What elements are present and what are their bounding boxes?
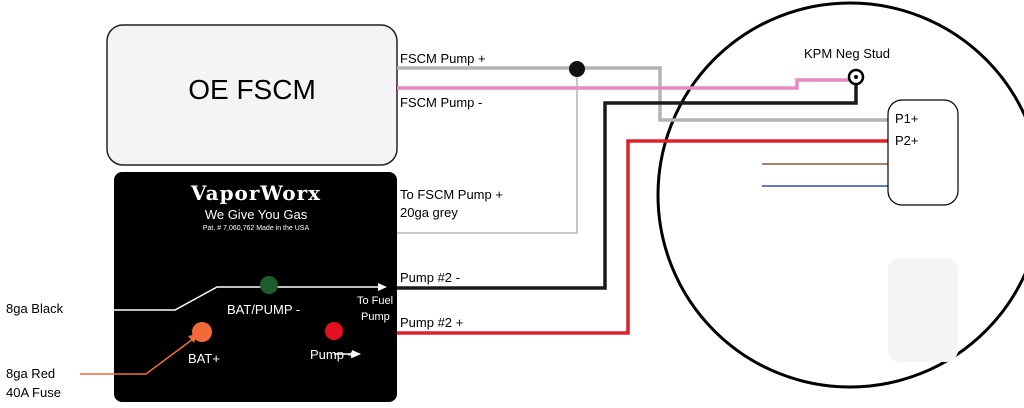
tank-ghost-panel <box>888 258 958 362</box>
pump-pos-label: Pump + <box>310 347 355 362</box>
kpm-neg-stud-label: KPM Neg Stud <box>804 46 890 61</box>
connector-p1-label: P1+ <box>895 111 919 126</box>
bat-pos-label: BAT+ <box>188 351 220 366</box>
black-wire-pump2-neg <box>397 77 858 290</box>
bat-pos-led <box>192 322 212 342</box>
fscm-pump-neg-label: FSCM Pump - <box>400 95 482 110</box>
grey-wire-to-fscm-module <box>397 68 578 234</box>
connector-p2-label: P2+ <box>895 133 919 148</box>
fuel-tank-outline <box>656 1 1024 389</box>
pump2-pos-label: Pump #2 + <box>400 315 463 330</box>
bat-pump-neg-label: BAT/PUMP - <box>227 302 300 317</box>
oe-fscm-title: OE FSCM <box>188 74 316 105</box>
pump2-neg-label: Pump #2 - <box>400 270 460 285</box>
vaporworx-brand: VaporWorx <box>190 181 321 205</box>
fscm-pump-pos-label: FSCM Pump + <box>400 51 486 66</box>
input-40a-fuse-label: 40A Fuse <box>6 385 61 400</box>
input-8ga-black-label: 8ga Black <box>6 301 64 316</box>
input-black-wire <box>86 286 378 311</box>
pump-pos-led <box>325 322 343 340</box>
input-red-wire <box>80 338 194 375</box>
pump-connector <box>887 99 959 206</box>
kpm-neg-stud-center <box>854 75 858 79</box>
splice-junction <box>569 61 585 77</box>
to-fuel-pump-arrow-icon <box>378 283 387 291</box>
to-fuel-label-2: Pump <box>361 311 390 323</box>
oe-fscm-box <box>106 24 398 166</box>
vaporworx-patent: Pat. # 7,060,762 Made in the USA <box>203 225 310 232</box>
input-8ga-red-label: 8ga Red <box>6 366 55 381</box>
grey-wire-fscm-pump-pos <box>397 66 888 122</box>
bat-pump-neg-led <box>260 276 278 294</box>
pink-wire-fscm-pump-neg <box>397 78 850 90</box>
to-fscm-pump-label-1: To FSCM Pump + <box>400 187 503 202</box>
to-fuel-label-1: To Fuel <box>357 295 393 307</box>
to-fscm-pump-label-2: 20ga grey <box>400 205 458 220</box>
red-wire-pump2-pos <box>397 139 888 335</box>
pump-pos-arrow-icon <box>352 350 361 358</box>
vaporworx-tagline: We Give You Gas <box>205 207 308 222</box>
